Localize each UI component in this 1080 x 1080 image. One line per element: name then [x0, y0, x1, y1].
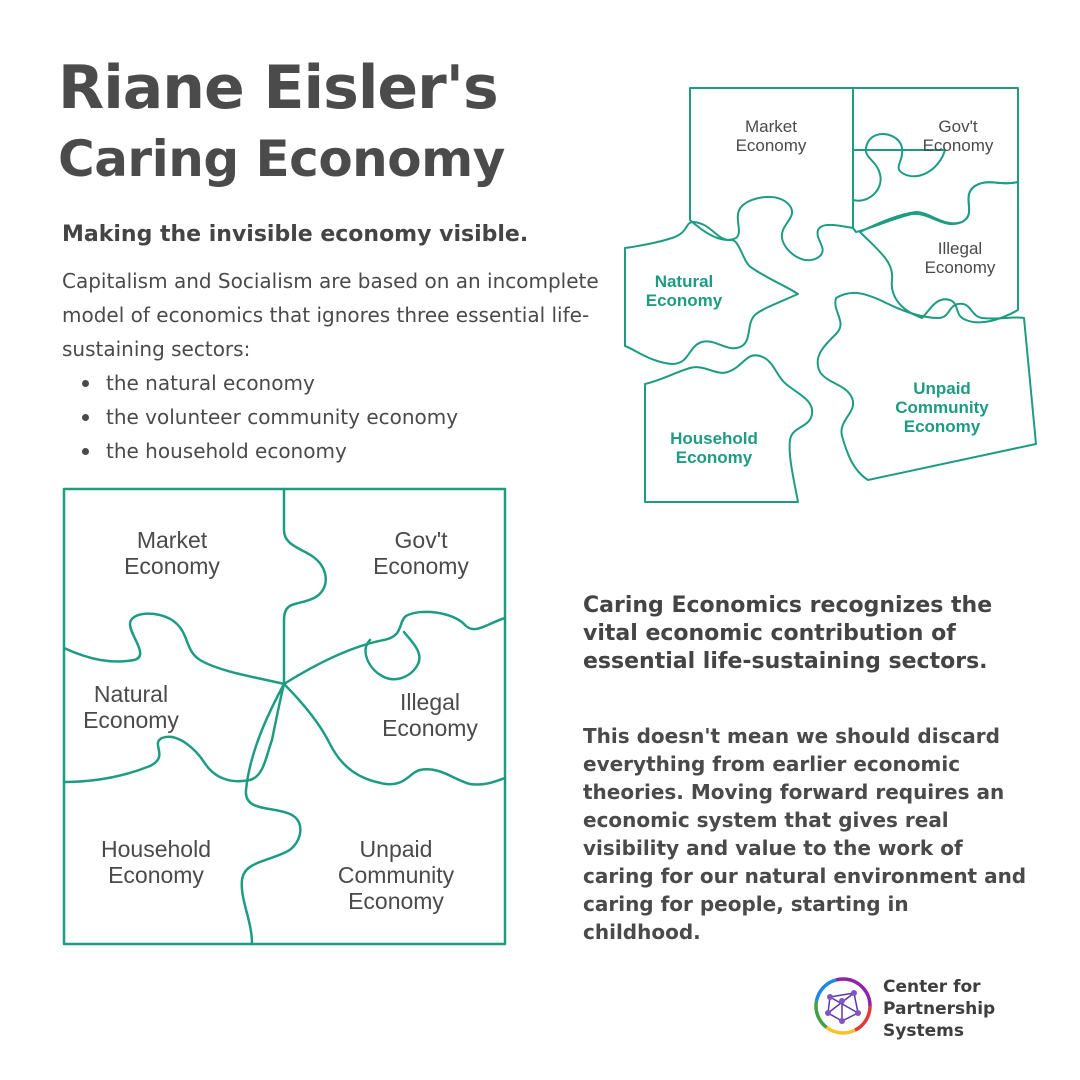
seam-market-govt — [282, 487, 327, 686]
scatter-label-natural: Natural Economy — [645, 272, 723, 311]
section-heading: Caring Economics recognizes the vital ec… — [583, 593, 993, 674]
section-body: This doesn't mean we should discard ever… — [583, 724, 1027, 944]
logo-text: Center for Partnership Systems — [883, 976, 995, 1042]
puzzle-piece-natural — [624, 221, 799, 365]
page-title: Riane Eisler's Caring Economy — [58, 58, 505, 184]
title-line-2: Caring Economy — [58, 130, 505, 188]
label-govt-economy: Gov't Economy — [373, 527, 469, 579]
sector-list: the natural economy the volunteer commun… — [80, 366, 458, 468]
label-illegal-economy: Illegal Economy — [382, 689, 478, 741]
organization-logo — [814, 977, 872, 1035]
puzzle-piece-illegal — [859, 181, 1019, 324]
label-household-economy: Household Economy — [101, 836, 211, 888]
intro-paragraph: Capitalism and Socialism are based on an… — [62, 269, 599, 361]
scatter-label-household: Household Economy — [670, 429, 758, 468]
list-item: the natural economy — [80, 366, 458, 400]
puzzle-piece-market — [689, 87, 854, 262]
logo-line-1: Center for — [883, 977, 981, 997]
list-item: the household economy — [80, 434, 458, 468]
scatter-label-govt: Gov't Economy — [922, 117, 994, 156]
scatter-label-unpaid: Unpaid Community Economy — [895, 379, 989, 437]
seam-market-natural — [62, 612, 286, 686]
subtitle: Making the invisible economy visible. — [62, 222, 529, 247]
label-unpaid-economy: Unpaid Community Economy — [337, 836, 455, 914]
seam-natural-household — [62, 682, 286, 784]
logo-line-2: Partnership — [883, 999, 996, 1019]
label-natural-economy: Natural Economy — [83, 681, 179, 733]
seam-illegal-knob — [364, 630, 421, 681]
logo-line-3: Systems — [883, 1021, 964, 1041]
label-market-economy: Market Economy — [124, 527, 220, 579]
seam-govt-illegal — [282, 610, 507, 686]
title-line-1: Riane Eisler's — [58, 53, 499, 123]
list-item: the volunteer community economy — [80, 400, 458, 434]
seam-illegal-unpaid — [282, 682, 507, 786]
scatter-label-illegal: Illegal Economy — [924, 239, 996, 278]
puzzle-piece-household — [644, 354, 814, 503]
seam-household-unpaid — [240, 682, 302, 946]
scatter-label-market: Market Economy — [735, 117, 807, 156]
puzzle-piece-unpaid — [816, 292, 1037, 481]
